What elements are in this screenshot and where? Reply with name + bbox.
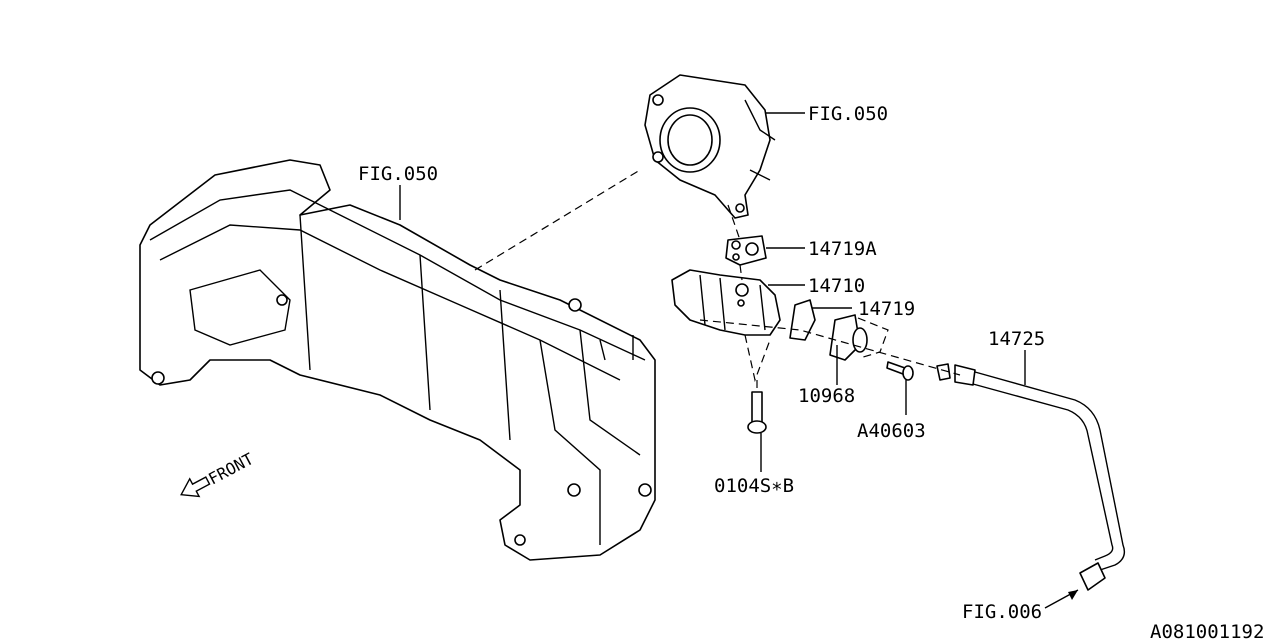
diagram-id: A081001192 <box>1150 621 1264 640</box>
egr-pipe-14725 <box>936 363 1126 591</box>
callout-fig050-throttle[interactable]: FIG.050 <box>808 103 888 125</box>
egr-valve-14710 <box>671 269 781 336</box>
adapter-10968 <box>829 314 889 361</box>
callout-14710[interactable]: 14710 <box>808 275 865 297</box>
callout-14719[interactable]: 14719 <box>858 298 915 320</box>
callout-10968[interactable]: 10968 <box>798 385 855 407</box>
bolt-0104sb <box>747 391 767 434</box>
callout-0104sb[interactable]: 0104S∗B <box>714 475 794 497</box>
callout-fig050-manifold[interactable]: FIG.050 <box>358 163 438 185</box>
callout-14725[interactable]: 14725 <box>988 328 1045 350</box>
leader-lines <box>399 112 1079 609</box>
gasket-14719 <box>789 299 816 341</box>
front-arrow-icon: FRONT <box>180 449 257 498</box>
callout-14719a[interactable]: 14719A <box>808 238 877 260</box>
callout-fig006[interactable]: FIG.006 <box>962 601 1042 623</box>
gasket-14719a <box>725 235 767 266</box>
intake-manifold <box>139 159 656 561</box>
front-label: FRONT <box>205 449 257 489</box>
throttle-body <box>644 74 776 219</box>
callout-a40603[interactable]: A40603 <box>857 420 926 442</box>
bolt-a40603 <box>886 361 914 381</box>
